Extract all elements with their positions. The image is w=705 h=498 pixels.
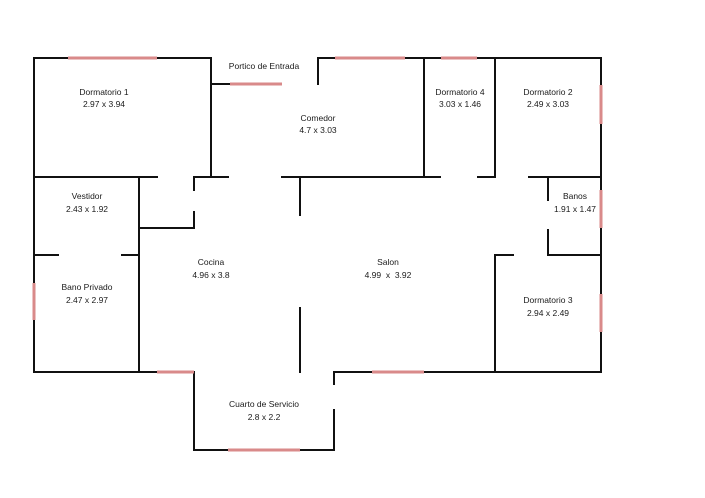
room-size-dormatorio-2: 2.49 x 3.03 [527, 99, 569, 109]
windows [32, 56, 603, 452]
room-name-comedor: Comedor [301, 113, 336, 123]
room-name-cocina: Cocina [198, 257, 225, 267]
labels: Portico de Entrada Dormatorio 1 2.97 x 3… [61, 61, 596, 422]
room-size-bano-privado: 2.47 x 2.97 [66, 295, 108, 305]
room-name-dormatorio-1: Dormatorio 1 [79, 87, 128, 97]
room-name-vestidor: Vestidor [72, 191, 103, 201]
room-name-banos: Banos [563, 191, 587, 201]
room-size-salon: 4.99 x 3.92 [365, 270, 412, 280]
room-size-dormatorio-4: 3.03 x 1.46 [439, 99, 481, 109]
room-name-dormatorio-4: Dormatorio 4 [435, 87, 484, 97]
room-size-comedor: 4.7 x 3.03 [299, 125, 337, 135]
entrance-label: Portico de Entrada [229, 61, 300, 71]
room-size-cuarto-de-servicio: 2.8 x 2.2 [248, 412, 281, 422]
room-size-dormatorio-3: 2.94 x 2.49 [527, 308, 569, 318]
room-name-bano-privado: Bano Privado [61, 282, 112, 292]
room-name-dormatorio-3: Dormatorio 3 [523, 295, 572, 305]
room-name-salon: Salon [377, 257, 399, 267]
room-size-vestidor: 2.43 x 1.92 [66, 204, 108, 214]
room-size-cocina: 4.96 x 3.8 [192, 270, 230, 280]
room-name-dormatorio-2: Dormatorio 2 [523, 87, 572, 97]
room-size-dormatorio-1: 2.97 x 3.94 [83, 99, 125, 109]
room-name-cuarto-de-servicio: Cuarto de Servicio [229, 399, 299, 409]
room-size-banos: 1.91 x 1.47 [554, 204, 596, 214]
